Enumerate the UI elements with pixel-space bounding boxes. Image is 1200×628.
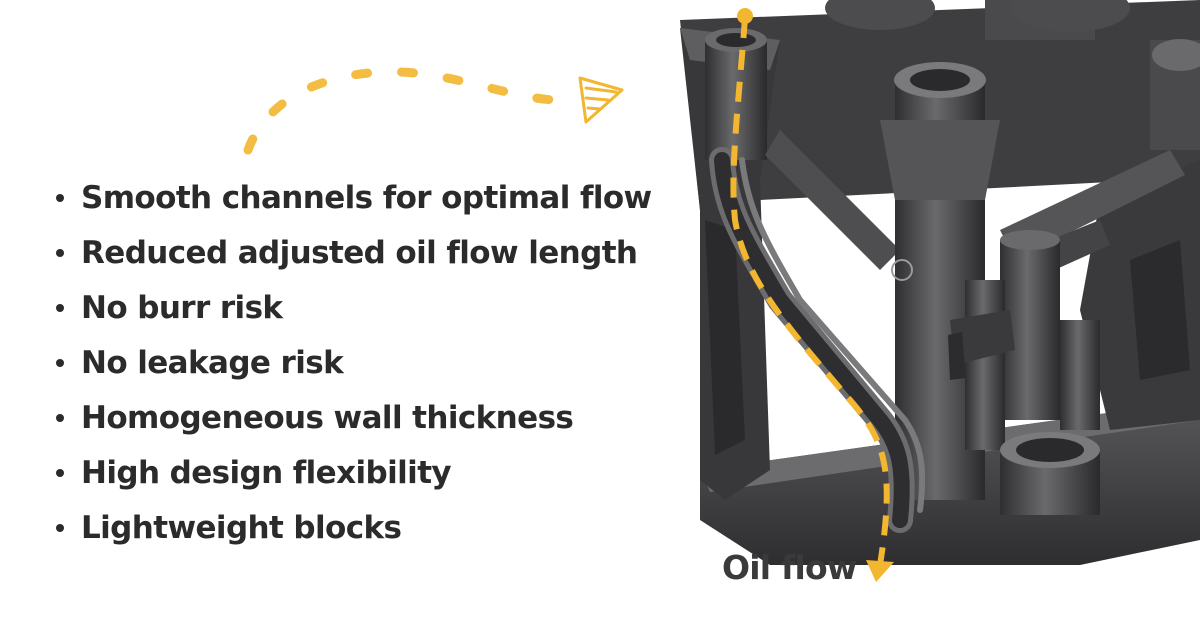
bullet-icon [56,468,64,477]
benefit-item: Homogeneous wall thickness [56,390,656,445]
oil-flow-path-icon [730,8,894,582]
bullet-icon [56,193,64,202]
oil-flow-label: Oil flow [722,548,857,587]
benefit-item: Smooth channels for optimal flow [56,170,656,225]
bullet-icon [56,413,64,422]
bullet-icon [56,358,64,367]
engine-block-illustration [680,0,1200,565]
dashed-arrow-icon [243,67,624,155]
benefit-list: Smooth channels for optimal flow Reduced… [56,170,656,555]
start-dot-icon [737,8,753,24]
arrowhead-icon [866,560,894,582]
benefit-item: No burr risk [56,280,656,335]
benefit-item: Lightweight blocks [56,500,656,555]
benefit-item: Reduced adjusted oil flow length [56,225,656,280]
bullet-icon [56,523,64,532]
bullet-icon [56,303,64,312]
bullet-icon [56,248,64,257]
benefit-item: No leakage risk [56,335,656,390]
benefit-item: High design flexibility [56,445,656,500]
